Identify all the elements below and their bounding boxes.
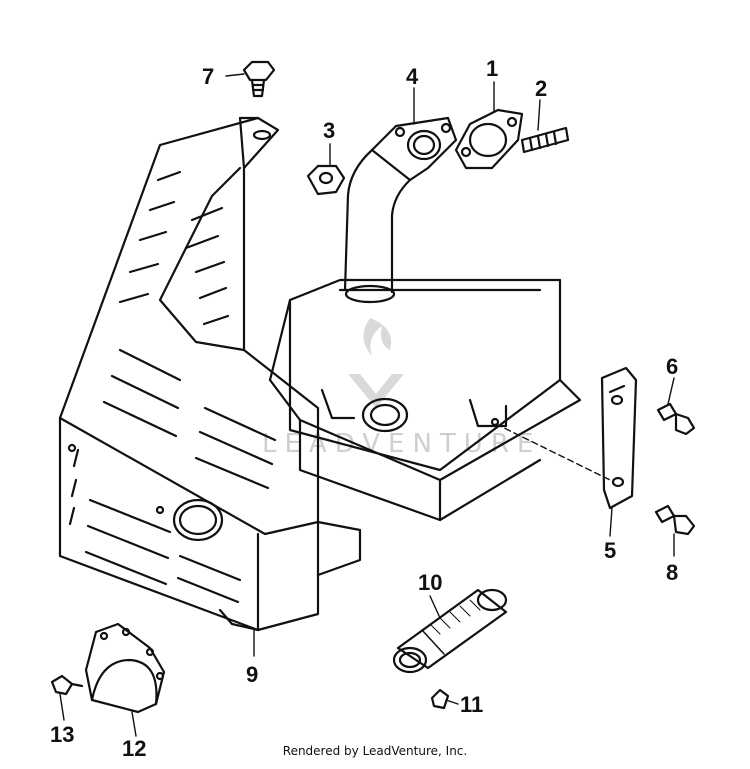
callout-7: 7 — [202, 64, 214, 89]
leader-lines — [59, 73, 675, 737]
screw-11 — [430, 688, 450, 710]
exhaust-pipe — [343, 116, 458, 304]
callout-labels: 1 2 3 4 5 6 7 8 9 10 11 12 13 — [50, 56, 678, 761]
heat-shield — [58, 116, 362, 632]
bracket — [600, 366, 638, 510]
callout-12: 12 — [122, 736, 146, 761]
footer-credit: Rendered by LeadVenture, Inc. — [282, 744, 468, 758]
spark-arrestor — [392, 588, 508, 674]
gasket — [454, 108, 524, 170]
screw-13 — [50, 674, 84, 696]
callout-13: 13 — [50, 722, 74, 747]
bolt-7 — [242, 60, 276, 98]
callout-1: 1 — [486, 56, 498, 81]
stud — [520, 126, 570, 154]
callout-5: 5 — [604, 538, 616, 563]
leadventure-watermark: LEADVENTURE — [262, 318, 533, 459]
callout-3: 3 — [323, 118, 335, 143]
end-cap — [84, 622, 166, 714]
nut — [306, 164, 346, 196]
callout-9: 9 — [246, 662, 258, 687]
callout-11: 11 — [460, 692, 483, 717]
callout-4: 4 — [406, 64, 419, 89]
callout-10: 10 — [418, 570, 442, 595]
muffler — [268, 278, 582, 522]
callout-8: 8 — [666, 560, 678, 585]
bolt-6 — [656, 402, 696, 436]
bolt-8 — [654, 504, 696, 536]
callout-2: 2 — [535, 76, 547, 101]
callout-6: 6 — [666, 354, 678, 379]
